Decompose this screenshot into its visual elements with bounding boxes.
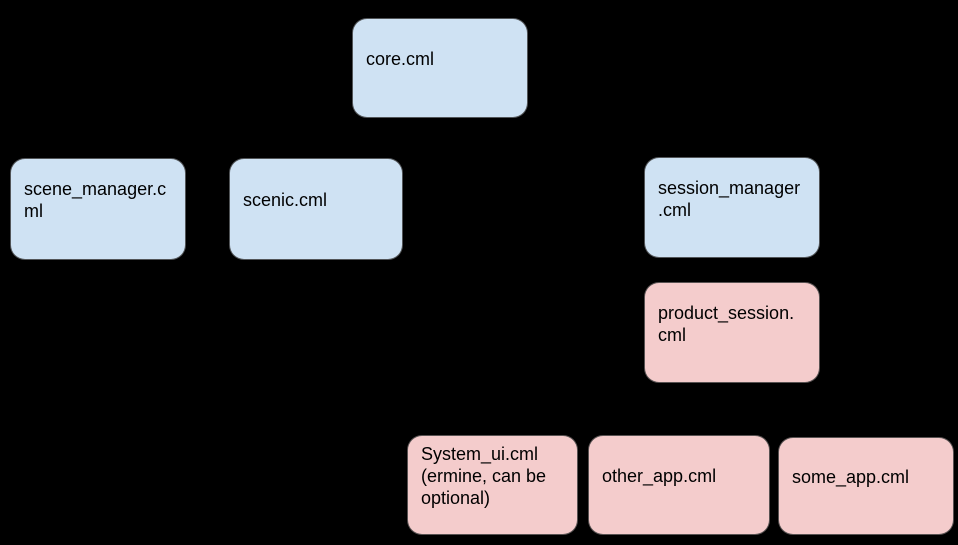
- diagram-node-label: other_app.cml: [602, 466, 717, 486]
- node-other-app-cml[interactable]: other_app.cml: [588, 435, 770, 535]
- node-scene-manager-cml[interactable]: scene_manager.c ml: [10, 158, 186, 260]
- node-session-manager-cml[interactable]: session_manager .cml: [644, 157, 820, 258]
- diagram-node-label: some_app.cml: [792, 467, 910, 487]
- diagram-node-label: product_session. cml: [658, 302, 795, 345]
- node-scenic-cml[interactable]: scenic.cml: [229, 158, 403, 260]
- diagram-node-label: System_ui.cml (ermine, can be optional): [421, 444, 547, 508]
- node-product-session-cml[interactable]: product_session. cml: [644, 282, 820, 383]
- diagram-node-label: scenic.cml: [243, 190, 328, 210]
- node-some-app-cml[interactable]: some_app.cml: [778, 437, 954, 535]
- diagram-node-label: core.cml: [366, 49, 435, 69]
- node-system-ui-cml[interactable]: System_ui.cml (ermine, can be optional): [407, 435, 578, 535]
- node-core-cml[interactable]: core.cml: [352, 18, 528, 118]
- diagram-node-label: scene_manager.c ml: [24, 179, 167, 221]
- diagram-node-label: session_manager .cml: [658, 177, 801, 220]
